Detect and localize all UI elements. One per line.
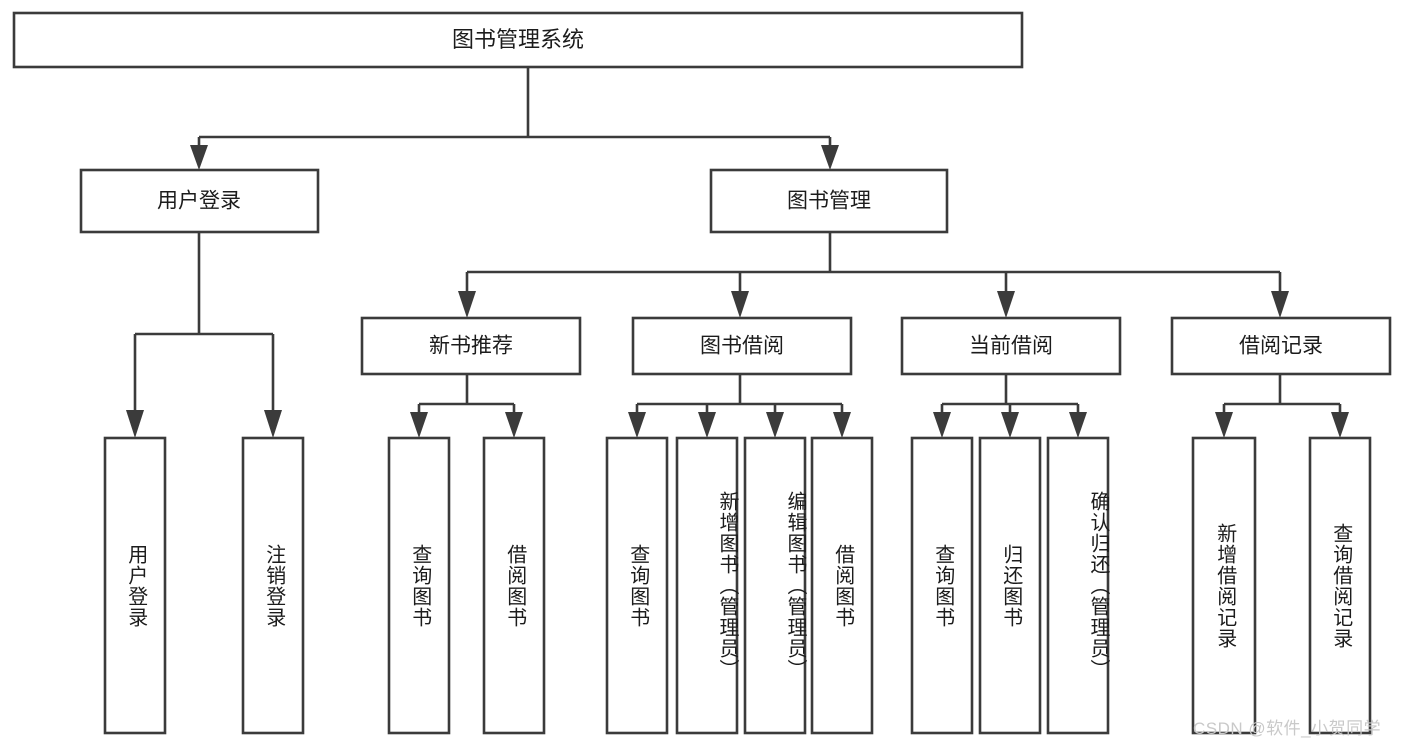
node-current-borrow-box[interactable]	[900, 316, 1122, 376]
node-book-borrow-label: 图书借阅	[700, 335, 784, 358]
csdn-watermark: CSDN @软件_小贺同学	[1193, 719, 1382, 738]
connector-group-bookmgmt	[458, 232, 1289, 318]
arrow-head-login	[190, 145, 208, 170]
node-new-book-recommend-box[interactable]	[360, 316, 582, 376]
node-root-box[interactable]	[12, 11, 1024, 69]
connector-group-root	[190, 67, 839, 170]
node-root-label: 图书管理系统	[452, 27, 584, 52]
connector-group-newbook	[410, 374, 523, 438]
arrow-head-leaf-query-book-1	[410, 412, 428, 438]
node-borrow-records-box[interactable]	[1170, 316, 1392, 376]
leaf-box-confirm-return[interactable]	[1046, 436, 1110, 735]
leaf-boxes	[103, 436, 1372, 735]
node-borrow-records-label: 借阅记录	[1239, 335, 1323, 358]
leaf-box-borrow-book-1[interactable]	[482, 436, 546, 735]
leaf-box-query-book-3[interactable]	[910, 436, 974, 735]
arrow-head-leaf-query-book-3	[933, 412, 951, 438]
leaf-box-edit-book[interactable]	[743, 436, 807, 735]
leaf-box-query-book-1[interactable]	[387, 436, 451, 735]
node-book-borrow[interactable]: 图书借阅	[631, 316, 853, 376]
node-book-management[interactable]: 图书管理	[709, 168, 949, 234]
node-book-borrow-box[interactable]	[631, 316, 853, 376]
arrow-head-newbook	[458, 291, 476, 318]
connector-group-records	[1215, 374, 1349, 438]
arrow-head-leaf-query-book-2	[628, 412, 646, 438]
node-current-borrow-label: 当前借阅	[969, 335, 1053, 358]
arrow-head-leaf-return-book	[1001, 412, 1019, 438]
arrow-head-leaf-add-book	[698, 412, 716, 438]
arrow-head-records	[1271, 291, 1289, 318]
arrow-head-leaf-edit-book	[766, 412, 784, 438]
node-book-management-box[interactable]	[709, 168, 949, 234]
arrow-head-leaf-borrow-book-1	[505, 412, 523, 438]
connector-group-userlogin	[126, 232, 282, 438]
arrow-head-current	[997, 291, 1015, 318]
leaf-box-borrow-book-2[interactable]	[810, 436, 874, 735]
node-user-login-box[interactable]	[79, 168, 320, 234]
node-new-book-recommend[interactable]: 新书推荐	[360, 316, 582, 376]
arrow-head-borrow	[731, 291, 749, 318]
node-book-management-label: 图书管理	[787, 190, 871, 213]
arrow-head-leaf-query-record	[1331, 412, 1349, 438]
arrow-head-leaf-confirm-return	[1069, 412, 1087, 438]
node-new-book-recommend-label: 新书推荐	[429, 335, 513, 358]
node-user-login-label: 用户登录	[157, 190, 241, 213]
node-user-login[interactable]: 用户登录	[79, 168, 320, 234]
arrow-head-leaf-userlogin	[126, 410, 144, 438]
node-current-borrow[interactable]: 当前借阅	[900, 316, 1122, 376]
arrow-head-leaf-borrow-book-2	[833, 412, 851, 438]
leaf-box-add-record[interactable]	[1191, 436, 1257, 735]
leaf-box-query-book-2[interactable]	[605, 436, 669, 735]
node-borrow-records[interactable]: 借阅记录	[1170, 316, 1392, 376]
arrow-head-leaf-add-record	[1215, 412, 1233, 438]
leaf-box-query-record[interactable]	[1308, 436, 1372, 735]
arrow-head-bookmgmt	[821, 145, 839, 170]
connector-group-borrow	[628, 374, 851, 438]
leaf-box-user-login[interactable]	[103, 436, 167, 735]
arrow-head-leaf-logout	[264, 410, 282, 438]
node-root[interactable]: 图书管理系统	[12, 11, 1024, 69]
leaf-box-add-book[interactable]	[675, 436, 739, 735]
leaf-box-logout[interactable]	[241, 436, 305, 735]
connector-group-current	[933, 374, 1087, 438]
leaf-box-return-book[interactable]	[978, 436, 1042, 735]
